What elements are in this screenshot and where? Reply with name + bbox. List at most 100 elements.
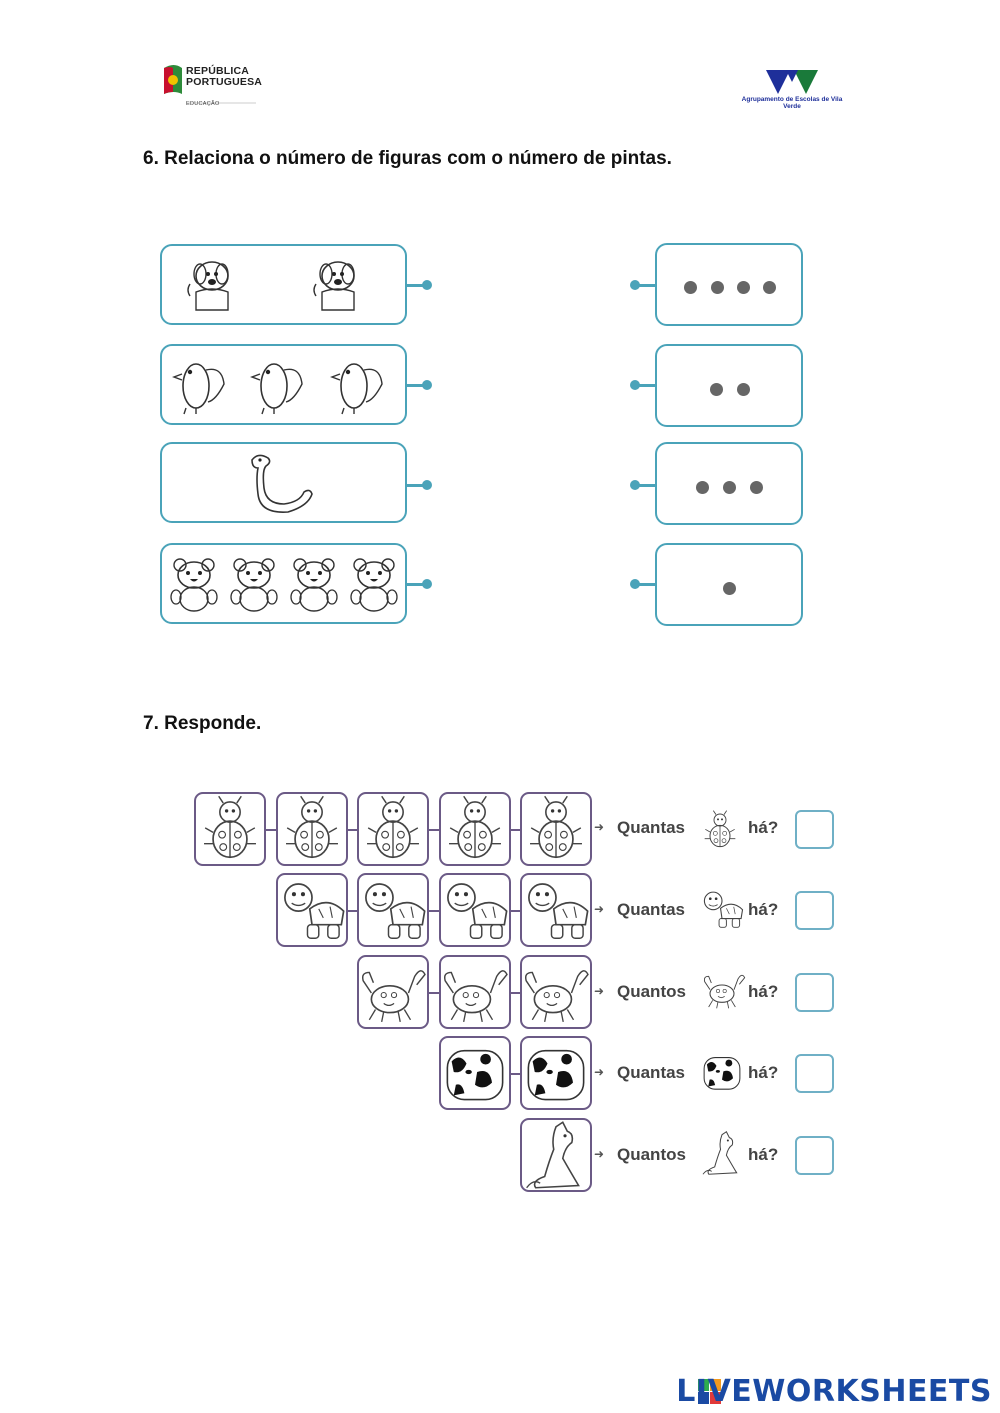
ladybug-cell [194,792,266,866]
bear-icon [290,558,338,612]
cell-link [429,829,441,831]
cell-link [511,1073,523,1075]
question-suffix: há? [748,1145,779,1164]
spot-dot [710,383,723,396]
turtle-cell [520,873,592,947]
crab-cell [439,955,511,1029]
left-connect-point-2[interactable] [422,380,432,390]
dog-icon [187,261,229,311]
answer-box-cow[interactable] [795,1054,834,1093]
crab-icon [703,974,746,1009]
exercise-7-title: 7. Responde. [143,713,262,734]
cell-link [429,910,441,912]
crab-icon [524,969,589,1023]
cell-link [348,910,360,912]
school-logo [766,70,818,94]
spot-dot [750,481,763,494]
spot-dot [763,281,776,294]
dot-box-one [655,543,803,626]
question-word: Quantos [617,982,686,1001]
arrow-icon: ➜ [594,820,605,834]
republica-portuguesa-logo [164,65,256,104]
question-suffix: há? [748,982,779,1001]
liveworksheets-logo-icon [698,1379,721,1404]
crab-icon [361,969,426,1023]
question-suffix: há? [748,818,779,837]
left-connect-point-4[interactable] [422,579,432,589]
crab-cell [357,955,429,1029]
ladybug-icon [704,810,736,848]
kangaroo-icon [525,1121,580,1189]
cow-cell [439,1036,511,1110]
question-suffix: há? [748,1063,779,1082]
left-connect-point-3[interactable] [422,480,432,490]
turtle-cell [439,873,511,947]
cell-link [429,992,441,994]
arrow-icon: ➜ [594,1065,605,1079]
cell-link [348,829,360,831]
educacao-label: EDUCAÇÃO [186,101,220,107]
kangaroo-icon [702,1131,738,1175]
school-logo-text: Agrupamento de Escolas de Vila Verde [741,96,843,110]
dot-box-three [655,442,803,525]
ladybug-cell [357,792,429,866]
spot-dot [737,281,750,294]
spot-dot [723,481,736,494]
left-connector-line [407,284,425,287]
question-word: Quantas [617,818,686,837]
crab-icon [443,969,508,1023]
spot-dot [723,582,736,595]
answer-box-crab[interactable] [795,973,834,1012]
answer-box-turtle[interactable] [795,891,834,930]
answer-box-ladybug[interactable] [795,810,834,849]
turtle-icon [447,883,508,940]
ladybug-cell [276,792,348,866]
turtle-icon [284,883,345,940]
turtle-cell [357,873,429,947]
right-connector-line [635,284,655,287]
spot-dot [696,481,709,494]
figure-box-dogs [160,244,407,325]
question-word: Quantas [617,1063,686,1082]
bear-icon [230,558,278,612]
arrow-icon: ➜ [594,902,605,916]
question-suffix: há? [748,900,779,919]
cow-icon [446,1049,504,1101]
turtle-icon [528,883,589,940]
republica-portuguesa-text: REPÚBLICA PORTUGUESA [186,66,262,88]
cell-link [511,992,523,994]
answer-box-kangaroo[interactable] [795,1136,834,1175]
arrow-icon: ➜ [594,984,605,998]
cell-link [511,910,523,912]
right-connector-line [635,484,655,487]
dog-icon [313,261,355,311]
spot-dot [711,281,724,294]
ladybug-icon [448,795,502,859]
ladybug-icon [366,795,420,859]
left-connector-line [407,484,425,487]
right-connector-line [635,583,655,586]
dinosaur-icon [251,454,313,513]
crab-cell [520,955,592,1029]
cow-icon [527,1049,585,1101]
turtle-icon [365,883,426,940]
left-connect-point-1[interactable] [422,280,432,290]
ladybug-icon [285,795,339,859]
right-connector-line [635,384,655,387]
cow-icon [703,1057,741,1090]
cell-link [511,829,523,831]
ladybug-cell [439,792,511,866]
cell-link [266,829,278,831]
logo-line-1: REPÚBLICA [186,65,250,77]
bird-icon [173,363,225,415]
figure-box-birds [160,344,407,425]
ladybug-cell [520,792,592,866]
turtle-cell [276,873,348,947]
liveworksheets-brand: LIVEWORKSHEETS [676,1374,992,1409]
arrow-icon: ➜ [594,1147,605,1161]
kangaroo-cell [520,1118,592,1192]
ladybug-icon [529,795,583,859]
question-word: Quantos [617,1145,686,1164]
ladybug-icon [203,795,257,859]
turtle-icon [703,891,744,928]
